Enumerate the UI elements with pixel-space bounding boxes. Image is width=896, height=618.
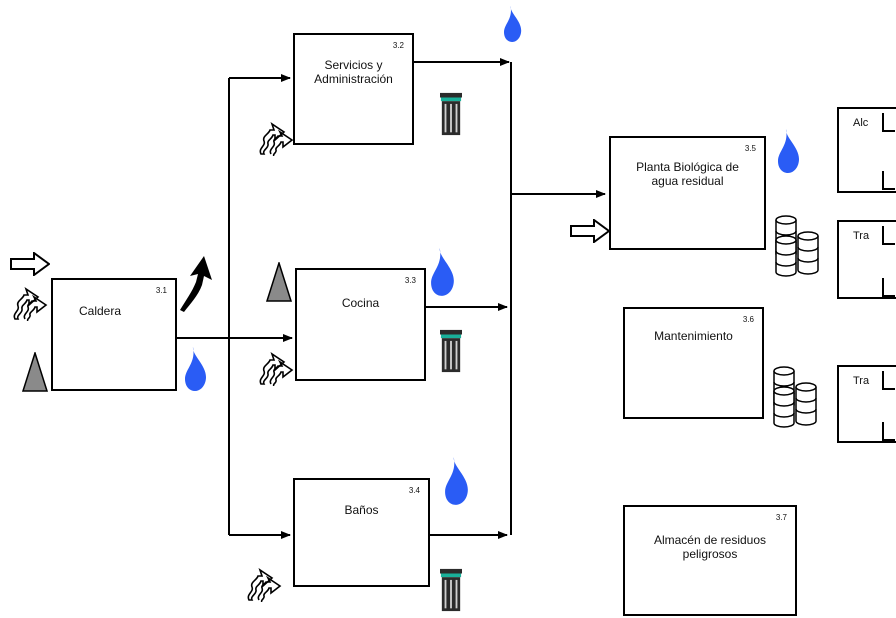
- node-number: 3.5: [744, 144, 756, 153]
- node-servicios: 3.2 Servicios y Administración: [293, 33, 414, 145]
- water-drop-icon: [185, 347, 206, 391]
- node-almacen: 3.7 Almacén de residuos peligrosos: [623, 505, 797, 616]
- node-banos: 3.4 Baños: [293, 478, 430, 587]
- right-box-marks: [882, 113, 895, 190]
- steam-icon: [259, 353, 293, 386]
- node-caldera: 3.1 Caldera: [51, 278, 177, 391]
- right-box-alc: Alc: [837, 107, 896, 193]
- node-number: 3.3: [404, 276, 416, 285]
- icons: [10, 6, 819, 612]
- node-label: Mantenimiento: [654, 329, 733, 343]
- node-number: 3.7: [775, 513, 787, 522]
- right-box-label: Tra: [853, 230, 870, 242]
- node-label: Planta Biológica de agua residual: [636, 160, 739, 188]
- right-box-label: Tra: [853, 375, 870, 387]
- node-label: Almacén de residuos peligrosos: [653, 533, 767, 561]
- triangle-icon: [22, 352, 48, 392]
- right-box-label: Alc: [853, 117, 869, 129]
- barrels-icon: [773, 366, 817, 428]
- input-arrow-icon: [10, 252, 50, 276]
- node-label: Servicios y Administración: [314, 58, 393, 86]
- water-drop-icon: [504, 6, 522, 42]
- node-label: Caldera: [78, 304, 122, 318]
- water-drop-icon: [445, 457, 468, 505]
- node-label: Baños: [344, 503, 379, 517]
- node-number: 3.1: [155, 286, 167, 295]
- flow-lines: [175, 58, 606, 539]
- node-cocina: 3.3 Cocina: [295, 268, 426, 381]
- node-number: 3.6: [742, 315, 754, 324]
- trash-can-icon: [440, 92, 462, 136]
- node-number: 3.4: [408, 486, 420, 495]
- right-box-marks: [882, 371, 895, 441]
- right-box-tra-2: Tra: [837, 365, 896, 443]
- node-label: Cocina: [341, 296, 380, 310]
- steam-icon: [259, 123, 293, 156]
- node-mantenimiento: 3.6 Mantenimiento: [623, 307, 764, 419]
- water-drop-icon: [431, 248, 454, 296]
- node-planta: 3.5 Planta Biológica de agua residual: [609, 136, 766, 250]
- node-number: 3.2: [392, 41, 404, 50]
- trash-can-icon: [440, 329, 462, 373]
- trash-can-icon: [440, 568, 462, 612]
- steam-icon: [247, 569, 281, 602]
- barrels-icon: [775, 215, 819, 277]
- right-box-marks: [882, 226, 895, 297]
- emission-arrow-icon: [180, 256, 212, 312]
- input-arrow-icon: [570, 219, 610, 243]
- water-drop-icon: [778, 129, 799, 173]
- triangle-icon: [266, 262, 292, 302]
- right-box-tra-1: Tra: [837, 220, 896, 299]
